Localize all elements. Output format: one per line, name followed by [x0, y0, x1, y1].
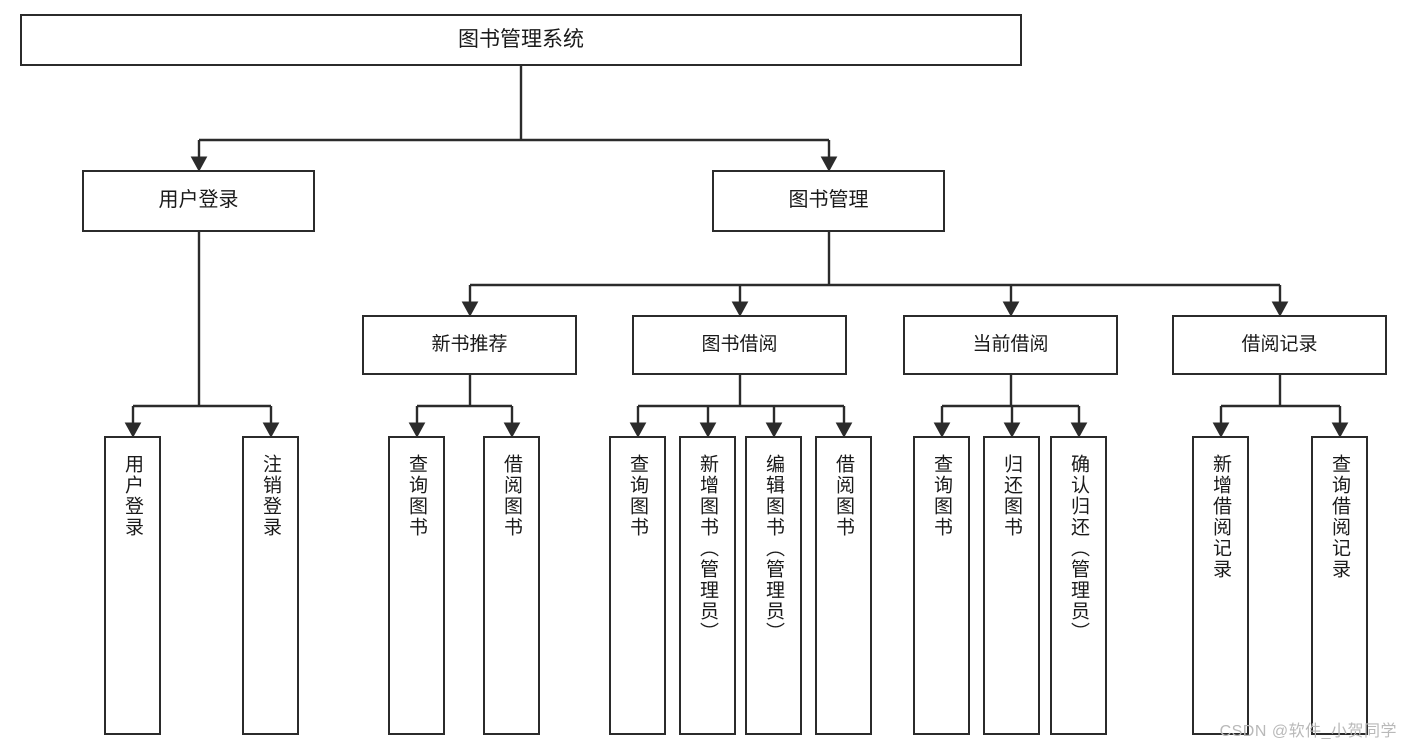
node-label: 用户登录	[158, 189, 239, 212]
leaf-node-leaf-logout-login[interactable]: 注销登录	[242, 436, 299, 735]
node-label: 图书管理系统	[458, 27, 584, 51]
node-label: 确认归还（管理员）	[1068, 454, 1089, 643]
node-label: 图书管理	[788, 189, 869, 212]
node-label: 查询图书	[627, 454, 648, 538]
leaf-node-leaf-query-book-3[interactable]: 查询图书	[913, 436, 970, 735]
leaf-node-leaf-borrow-book-2[interactable]: 借阅图书	[815, 436, 872, 735]
level2-node-borrow-record[interactable]: 借阅记录	[1172, 315, 1387, 375]
node-label: 编辑图书（管理员）	[763, 454, 784, 643]
node-label: 查询借阅记录	[1329, 454, 1350, 580]
node-label: 注销登录	[260, 454, 281, 538]
level2-node-new-book-recommend[interactable]: 新书推荐	[362, 315, 577, 375]
leaf-node-leaf-add-record[interactable]: 新增借阅记录	[1192, 436, 1249, 735]
node-label: 当前借阅	[972, 333, 1049, 355]
node-label: 图书借阅	[701, 333, 778, 355]
leaf-node-leaf-confirm-return[interactable]: 确认归还（管理员）	[1050, 436, 1107, 735]
leaf-node-leaf-return-book[interactable]: 归还图书	[983, 436, 1040, 735]
node-label: 借阅图书	[833, 454, 854, 538]
node-label: 借阅记录	[1241, 333, 1318, 355]
leaf-node-leaf-add-book[interactable]: 新增图书（管理员）	[679, 436, 736, 735]
leaf-node-leaf-user-login[interactable]: 用户登录	[104, 436, 161, 735]
node-label: 用户登录	[122, 454, 143, 538]
level1-node-user-login[interactable]: 用户登录	[82, 170, 315, 232]
node-label: 归还图书	[1001, 454, 1022, 538]
node-label: 查询图书	[406, 454, 427, 538]
leaf-node-leaf-query-book-1[interactable]: 查询图书	[388, 436, 445, 735]
node-label: 查询图书	[931, 454, 952, 538]
node-label: 新增借阅记录	[1210, 454, 1231, 580]
level2-node-book-borrow[interactable]: 图书借阅	[632, 315, 847, 375]
node-label: 新增图书（管理员）	[697, 454, 718, 643]
node-label: 新书推荐	[431, 333, 508, 355]
root-node-root[interactable]: 图书管理系统	[20, 14, 1022, 66]
level2-node-current-borrow[interactable]: 当前借阅	[903, 315, 1118, 375]
leaf-node-leaf-query-book-2[interactable]: 查询图书	[609, 436, 666, 735]
watermark-label: CSDN @软件_小贺同学	[1219, 723, 1397, 740]
leaf-node-leaf-borrow-book-1[interactable]: 借阅图书	[483, 436, 540, 735]
level1-node-book-manage[interactable]: 图书管理	[712, 170, 945, 232]
leaf-node-leaf-edit-book[interactable]: 编辑图书（管理员）	[745, 436, 802, 735]
leaf-node-leaf-query-record[interactable]: 查询借阅记录	[1311, 436, 1368, 735]
node-label: 借阅图书	[501, 454, 522, 538]
